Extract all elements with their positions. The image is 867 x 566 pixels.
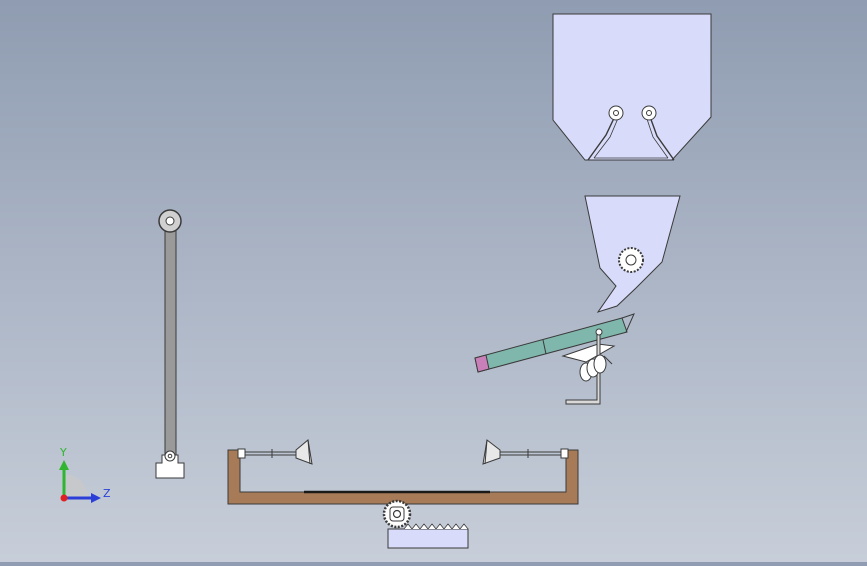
inclined-chute[interactable] (474, 313, 635, 405)
rod-base-block (155, 454, 185, 479)
top-hopper-body (552, 13, 712, 161)
rack-teeth (403, 523, 469, 530)
middle-funnel[interactable] (584, 195, 681, 313)
pivot-pin-hole (167, 453, 173, 459)
left-pusher (237, 439, 313, 465)
triad-z-label: Z (103, 487, 111, 500)
gear-hub (625, 254, 637, 266)
rod-shaft (164, 221, 177, 457)
chute-flap (621, 313, 635, 333)
triad-y-label: Y (59, 446, 67, 459)
vertical-link-rod[interactable] (155, 209, 185, 479)
triad-z-arrow (91, 493, 101, 503)
rack-and-pinion[interactable] (382, 499, 469, 549)
tray[interactable] (227, 439, 579, 505)
pivot-pin-hole (646, 110, 652, 116)
pivot-pin-icon (595, 328, 603, 336)
chute-end-cap (474, 354, 490, 373)
top-hopper[interactable] (552, 13, 712, 161)
triad-arc (64, 474, 88, 498)
right-pusher (482, 439, 569, 465)
chute-deflector (561, 343, 616, 363)
tray-body (227, 449, 579, 505)
pinion-axle (392, 509, 402, 519)
pivot-pin-hole (613, 110, 619, 116)
hopper-wire-right-inner (645, 115, 669, 159)
chute-joint (542, 339, 547, 355)
hopper-wire-left (587, 113, 617, 161)
triad-x-origin (60, 494, 68, 502)
coordinate-triad-icon: Y Z (59, 446, 111, 503)
hopper-wire-right (648, 113, 675, 161)
spring-coil (579, 354, 613, 382)
rack-base (387, 528, 469, 549)
triad-y-arrow (59, 460, 69, 470)
pivot-pin-hole (165, 216, 175, 226)
hopper-wire-left-inner (593, 115, 620, 159)
